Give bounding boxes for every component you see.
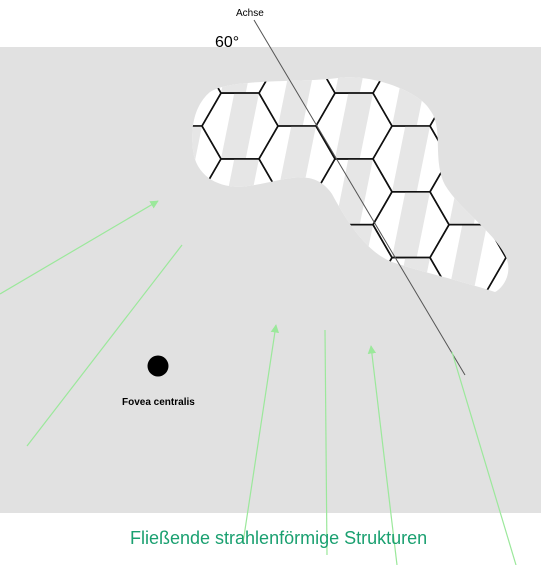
arrow-center-right [367,345,398,565]
fovea-dot [147,355,169,377]
fovea-label: Fovea centralis [122,397,195,408]
hexagon-shade [392,191,430,258]
caption: Fließende strahlenförmige Strukturen [130,528,427,548]
line-right [451,351,517,565]
line-left-lower [26,244,183,447]
angle-label: 60° [215,34,239,51]
hexagon-shade [335,158,373,225]
hexagon-shade [392,126,430,192]
radial-arrows [0,200,517,565]
axis-line [253,19,466,376]
hexagon-shade [192,126,202,192]
line-center [324,329,328,556]
hexagon-shade [335,93,373,159]
axis-label: Achse [236,8,264,19]
arrow-center-left [242,324,280,544]
hexagon-shade [221,93,259,159]
arrow-left-upper [0,200,159,295]
hexagon-shade [449,224,487,291]
hexagon-shade [278,126,316,192]
